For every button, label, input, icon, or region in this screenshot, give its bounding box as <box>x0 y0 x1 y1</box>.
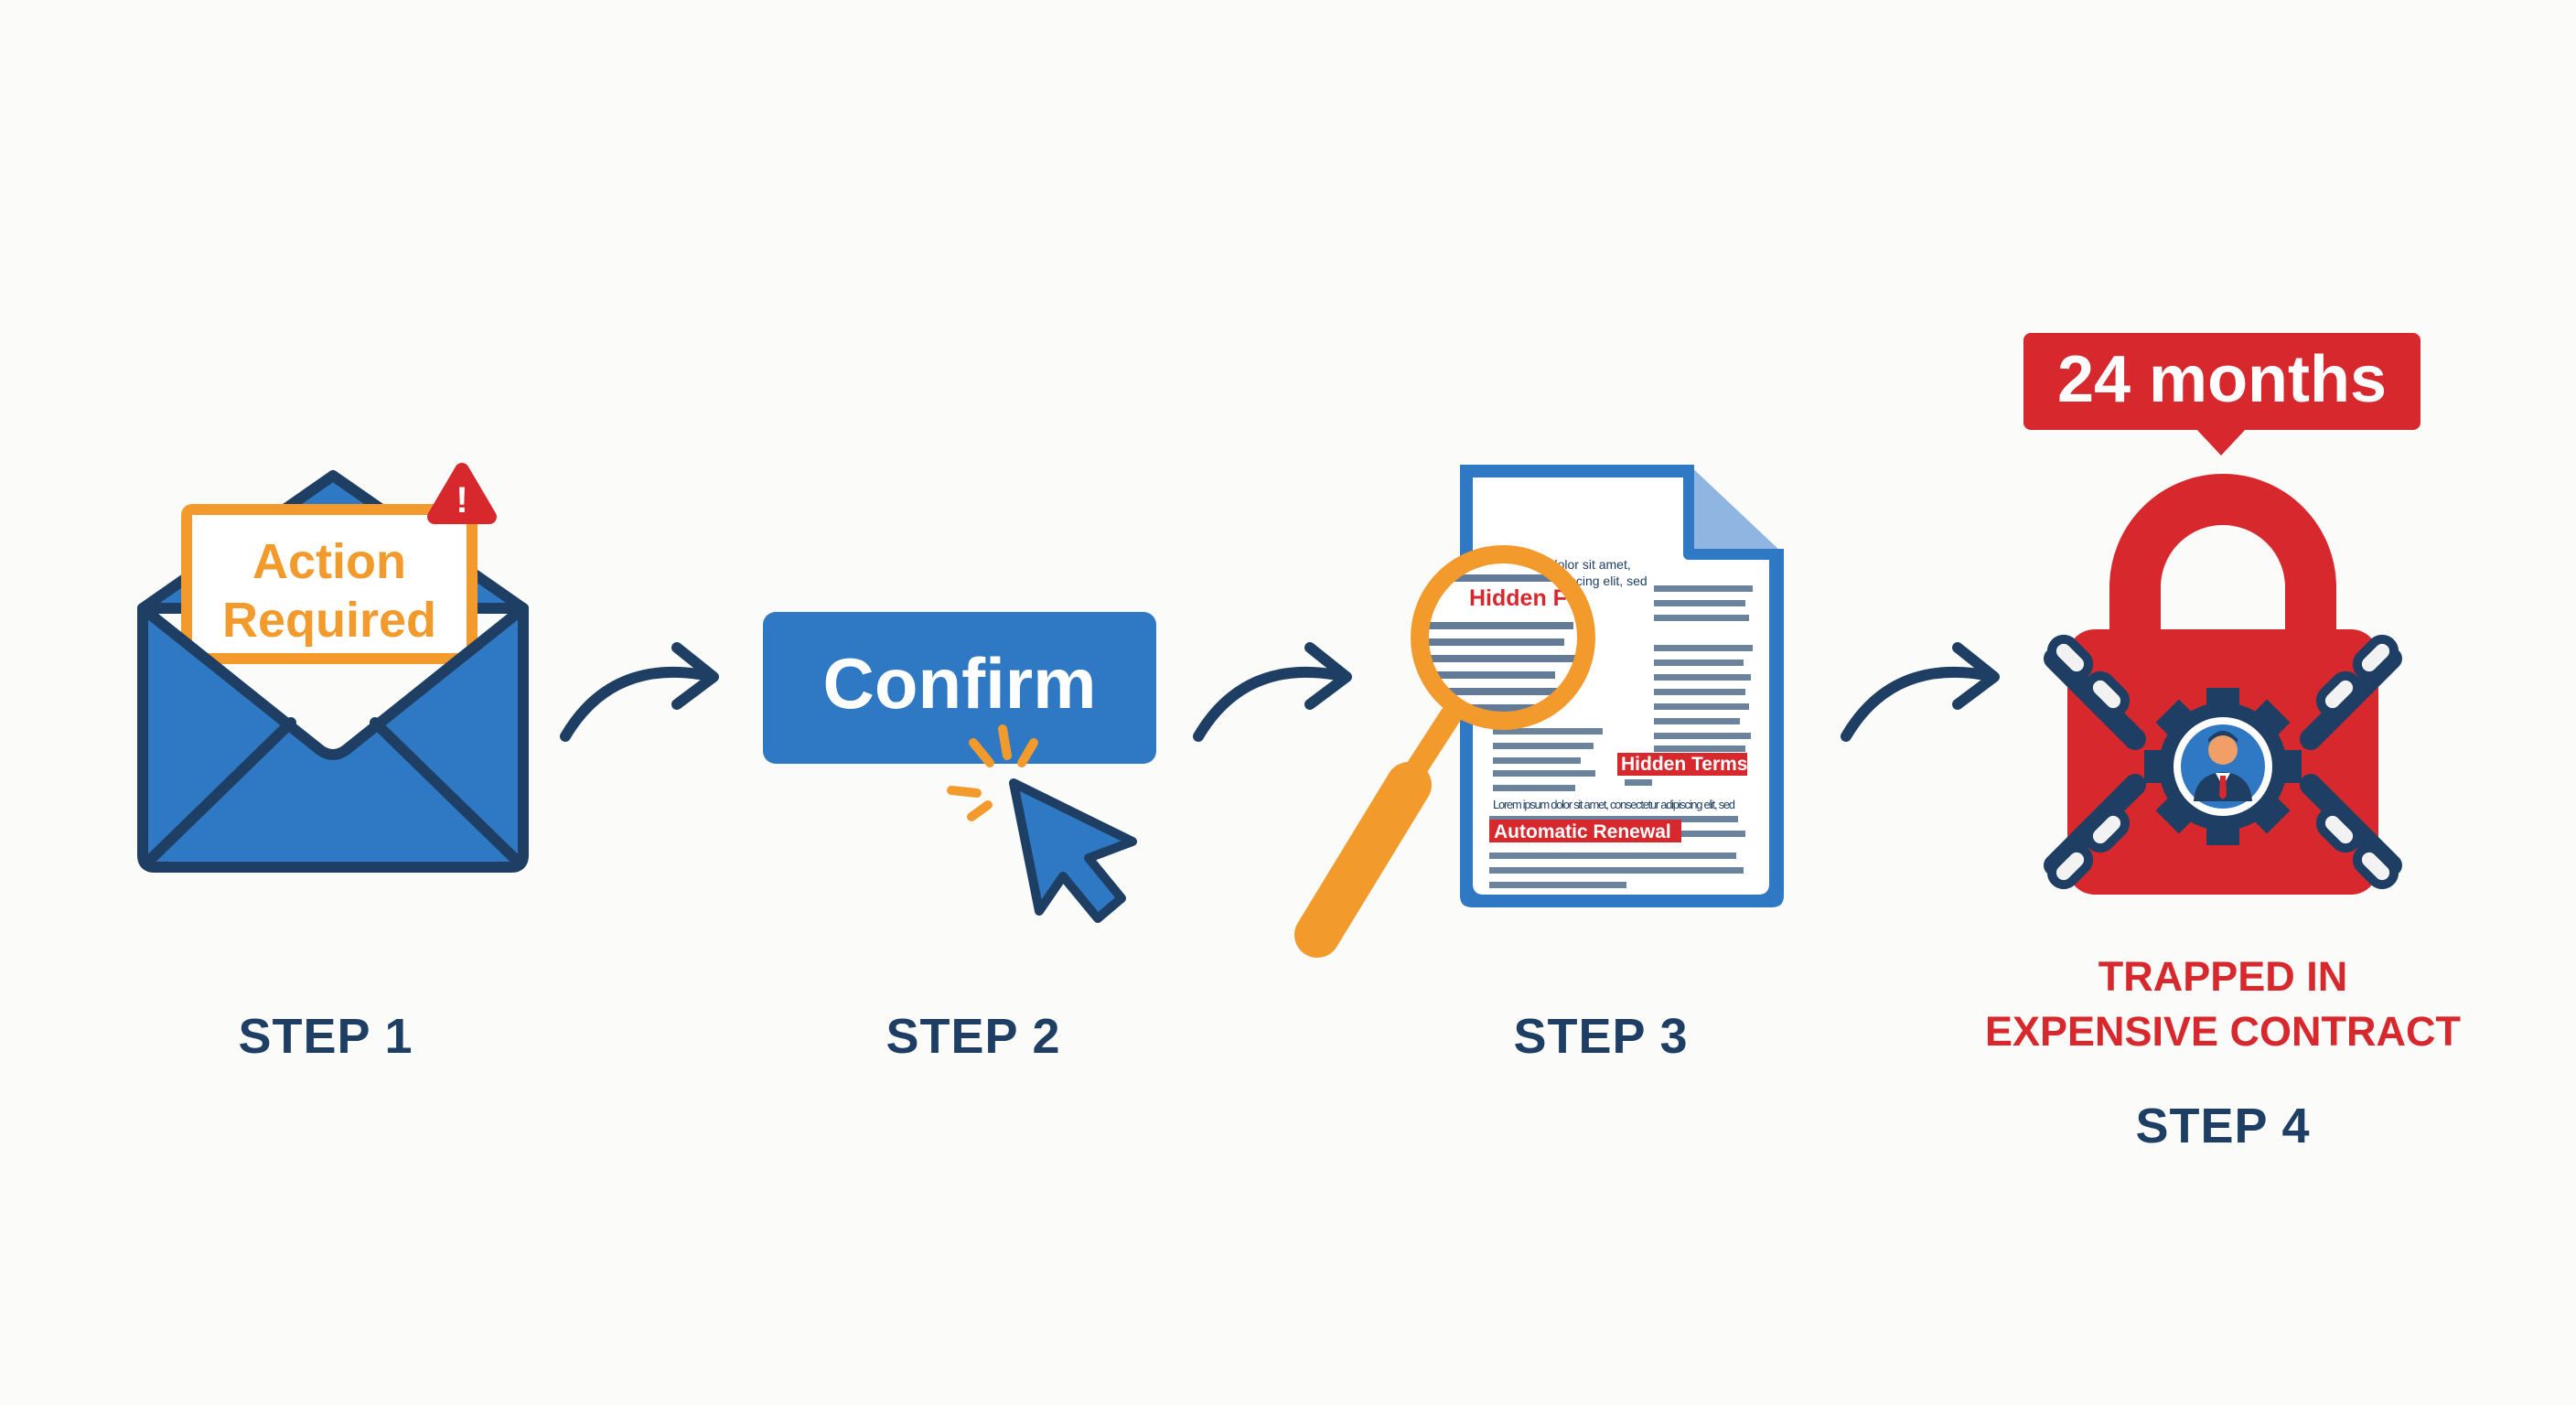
magnified-text: Hidden Fees <box>1420 554 1586 721</box>
action-required-line1: Action <box>252 534 406 589</box>
click-burst-icon <box>947 724 1038 821</box>
step-3-label: STEP 3 <box>1513 1009 1689 1064</box>
confirm-button[interactable]: Confirm <box>763 612 1156 764</box>
step-1-label: STEP 1 <box>238 1009 413 1064</box>
trapped-warning-line1: TRAPPED IN <box>2098 953 2348 1000</box>
automatic-renewal-label: Automatic Renewal <box>1494 821 1671 842</box>
magnifier-icon <box>1294 545 1595 958</box>
step-2-label: STEP 2 <box>886 1009 1061 1064</box>
months-bubble: 24 months <box>2023 333 2420 456</box>
cursor-icon <box>1009 778 1137 923</box>
flow-arrow-2 <box>1193 642 1352 742</box>
flow-arrow-1 <box>560 642 719 742</box>
flow-arrow-3 <box>1841 642 2000 742</box>
person-icon <box>2181 724 2265 809</box>
chain-links <box>2046 634 2399 890</box>
warning-icon: ! <box>427 463 497 524</box>
warning-mark: ! <box>456 480 467 520</box>
padlock-chains-icon <box>2044 474 2402 895</box>
envelope-icon: Action Required <box>137 470 529 873</box>
contract-duration-label: 24 months <box>2057 343 2387 416</box>
trapped-warning-line2: EXPENSIVE CONTRACT <box>1984 1008 2462 1055</box>
hidden-terms-label: Hidden Terms <box>1621 754 1747 775</box>
step-4-label: STEP 4 <box>2135 1099 2311 1153</box>
doc-lower-text: Lorem ipsum dolor sit amet, consectetur … <box>1493 798 1735 811</box>
action-required-line2: Required <box>222 593 436 648</box>
confirm-button-label: Confirm <box>823 643 1097 724</box>
